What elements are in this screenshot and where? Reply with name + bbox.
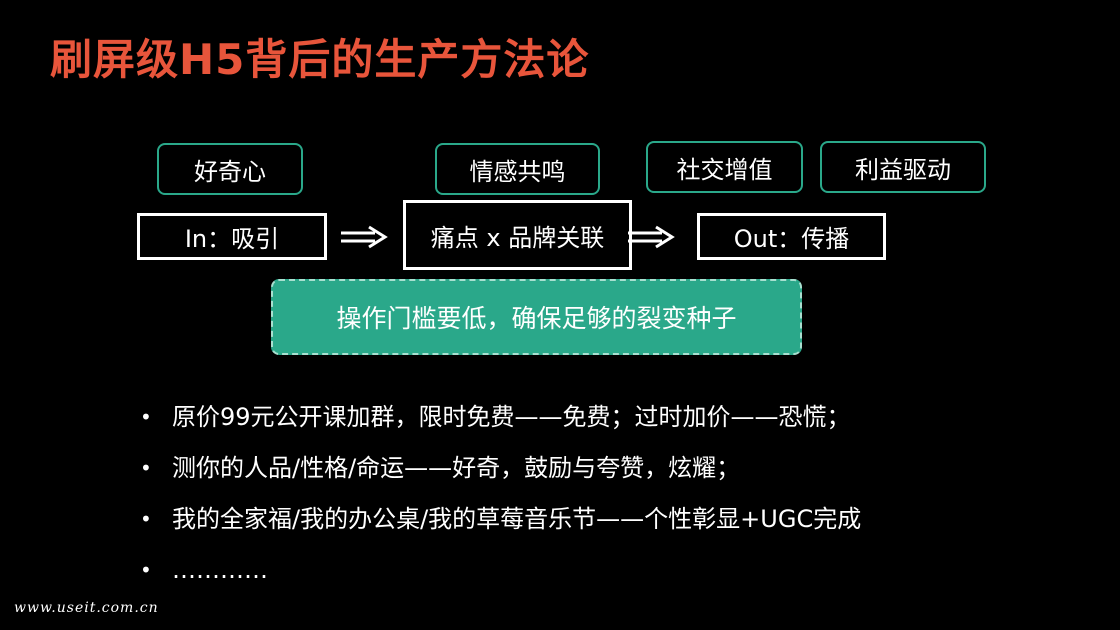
- bullet-marker: •: [140, 405, 152, 429]
- bullet-item: • 我的全家福/我的办公桌/我的草莓音乐节——个性彰显+UGC完成: [140, 496, 861, 547]
- slide-title: 刷屏级H5背后的生产方法论: [50, 35, 590, 84]
- bullet-text: …………: [172, 556, 268, 584]
- flow-in-box: In：吸引: [137, 213, 327, 260]
- bullet-text: 测你的人品/性格/命运——好奇，鼓励与夸赞，炫耀；: [172, 454, 741, 482]
- bullet-text: 原价99元公开课加群，限时免费——免费；过时加价——恐慌；: [172, 403, 851, 431]
- bullet-list: • 原价99元公开课加群，限时免费——免费；过时加价——恐慌； • 测你的人品/…: [140, 394, 861, 598]
- tag-emotional-resonance: 情感共鸣: [435, 143, 600, 195]
- flow-out-box: Out：传播: [697, 213, 886, 260]
- bullet-item: • 原价99元公开课加群，限时免费——免费；过时加价——恐慌；: [140, 394, 861, 445]
- double-arrow-right-icon: [341, 225, 388, 249]
- flow-middle-box: 痛点 x 品牌关联: [403, 200, 632, 270]
- bullet-text: 我的全家福/我的办公桌/我的草莓音乐节——个性彰显+UGC完成: [172, 505, 862, 533]
- tag-interest-driven: 利益驱动: [820, 141, 986, 193]
- bullet-item: • …………: [140, 547, 861, 598]
- key-note-box: 操作门槛要低，确保足够的裂变种子: [271, 279, 802, 355]
- bullet-marker: •: [140, 558, 152, 582]
- bullet-marker: •: [140, 456, 152, 480]
- bullet-marker: •: [140, 507, 152, 531]
- bullet-item: • 测你的人品/性格/命运——好奇，鼓励与夸赞，炫耀；: [140, 445, 861, 496]
- double-arrow-right-icon: [628, 225, 675, 249]
- tag-social-value: 社交增值: [646, 141, 803, 193]
- tag-curiosity: 好奇心: [157, 143, 303, 195]
- watermark: www.useit.com.cn: [14, 600, 159, 616]
